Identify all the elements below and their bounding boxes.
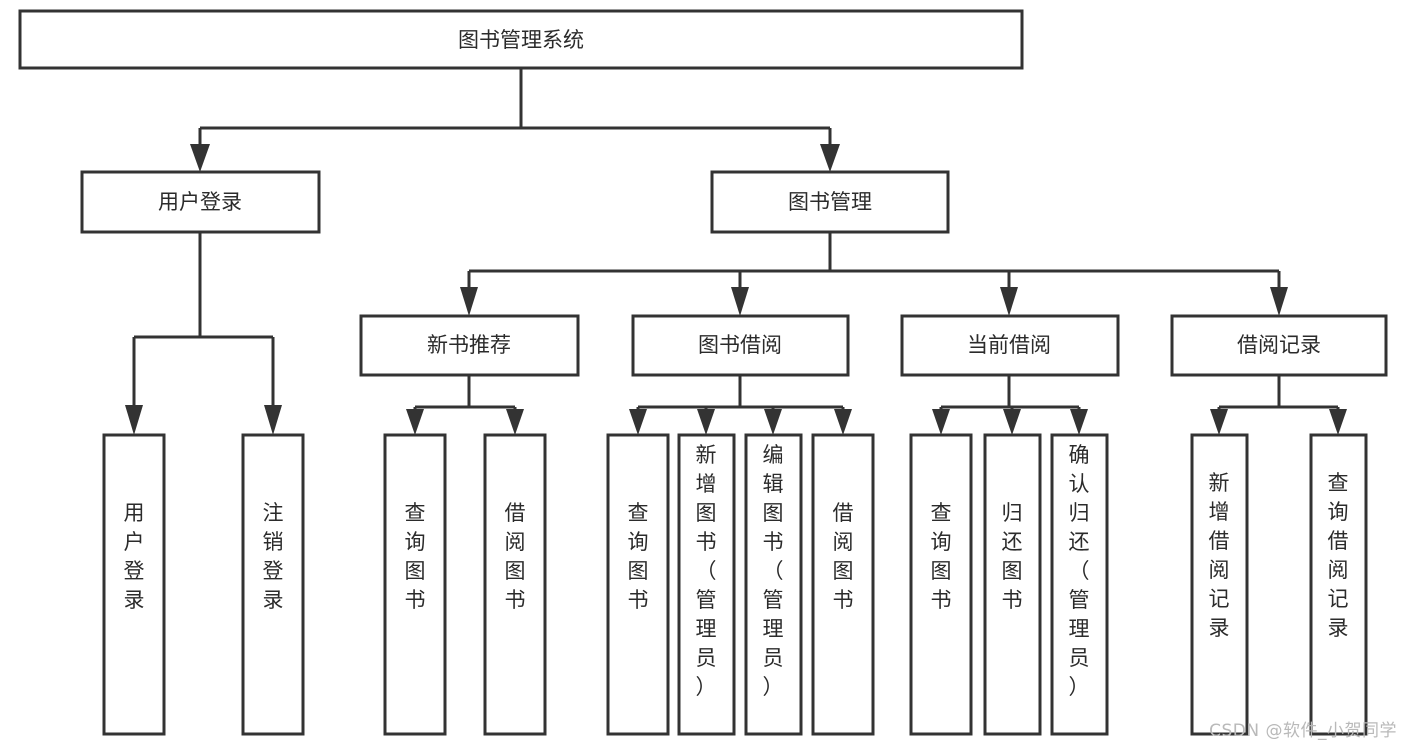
connectors-user-login-to-leaves — [125, 232, 282, 435]
arrow-head-book-manage — [820, 144, 840, 172]
node-leaf-add-borrow-record-box[interactable] — [1190, 433, 1249, 736]
node-leaf-query-book-borrow[interactable]: 查询图书 — [606, 433, 670, 736]
connectors-current-borrow-to-leaves — [932, 375, 1088, 435]
connectors-borrow-record-to-leaves — [1210, 375, 1347, 435]
arrow-head-leaf-add-borrow-record — [1210, 409, 1228, 435]
node-leaf-query-book-cur-label: 查询图书 — [931, 501, 952, 612]
node-current-borrow-label: 当前借阅 — [967, 333, 1051, 357]
node-leaf-edit-book-admin[interactable]: 编辑图书（管理员） — [744, 433, 803, 736]
node-user-login[interactable]: 用户登录 — [80, 170, 321, 234]
node-leaf-borrow-book-rec-box[interactable] — [483, 433, 547, 736]
node-leaf-user-login[interactable]: 用户登录 — [102, 433, 166, 736]
node-leaf-add-book-admin-box[interactable] — [677, 433, 736, 736]
node-leaf-query-borrow-record-box[interactable] — [1309, 433, 1368, 736]
node-leaf-confirm-return-admin-label: 确认归还（管理员） — [1069, 443, 1090, 699]
connectors-book-borrow-to-leaves — [629, 375, 852, 435]
node-leaf-user-login-label: 用户登录 — [124, 501, 145, 612]
connectors-book-manage-to-level3 — [460, 232, 1288, 316]
node-leaf-return-book-label: 归还图书 — [1002, 501, 1023, 612]
node-leaf-borrow-book-rec[interactable]: 借阅图书 — [483, 433, 547, 736]
arrow-head-leaf-return-book — [1003, 409, 1021, 435]
node-leaf-edit-book-admin-label: 编辑图书（管理员） — [763, 443, 784, 699]
node-leaf-confirm-return-admin-box[interactable] — [1050, 433, 1109, 736]
node-new-book-recommend-box[interactable] — [359, 314, 580, 377]
arrow-head-borrow-record — [1270, 287, 1288, 316]
node-current-borrow[interactable]: 当前借阅 — [900, 314, 1120, 377]
node-book-manage-label: 图书管理 — [788, 190, 872, 214]
node-leaf-query-book-borrow-box[interactable] — [606, 433, 670, 736]
arrow-head-leaf-query-book-borrow — [629, 409, 647, 435]
node-leaf-add-borrow-record-label: 新增借阅记录 — [1209, 471, 1230, 640]
arrow-head-leaf-query-book-rec — [406, 409, 424, 435]
node-root-system[interactable]: 图书管理系统 — [18, 9, 1024, 70]
node-leaf-add-borrow-record[interactable]: 新增借阅记录 — [1190, 433, 1249, 736]
node-book-borrow-box[interactable] — [631, 314, 850, 377]
arrow-head-leaf-query-borrow-record — [1329, 409, 1347, 435]
node-leaf-borrow-book[interactable]: 借阅图书 — [811, 433, 875, 736]
arrow-head-leaf-add-book-admin — [697, 409, 715, 435]
arrow-head-leaf-borrow-book — [834, 409, 852, 435]
node-leaf-query-book-cur-box[interactable] — [909, 433, 973, 736]
arrow-head-new-book-recommend — [460, 287, 478, 316]
csdn-watermark: CSDN @软件_小贺同学 — [1209, 721, 1397, 741]
node-leaf-query-book-rec-label: 查询图书 — [405, 501, 426, 612]
node-borrow-record-label: 借阅记录 — [1237, 333, 1321, 357]
node-leaf-add-book-admin[interactable]: 新增图书（管理员） — [677, 433, 736, 736]
node-root-system-box[interactable] — [18, 9, 1024, 70]
node-root-system-label: 图书管理系统 — [458, 28, 584, 52]
node-leaf-borrow-book-label: 借阅图书 — [833, 501, 854, 612]
node-leaf-logout-login-label: 注销登录 — [263, 501, 284, 612]
node-leaf-query-book-cur[interactable]: 查询图书 — [909, 433, 973, 736]
connectors-new-book-recommend-to-leaves — [406, 375, 524, 435]
arrow-head-current-borrow — [1000, 287, 1018, 316]
node-leaf-return-book[interactable]: 归还图书 — [983, 433, 1042, 736]
node-user-login-label: 用户登录 — [158, 190, 242, 214]
node-new-book-recommend-label: 新书推荐 — [427, 333, 511, 357]
node-book-borrow-label: 图书借阅 — [698, 333, 782, 357]
arrow-head-user-login — [190, 144, 210, 172]
arrow-head-leaf-borrow-book-rec — [506, 409, 524, 435]
node-leaf-query-book-borrow-label: 查询图书 — [628, 501, 649, 612]
node-book-borrow[interactable]: 图书借阅 — [631, 314, 850, 377]
arrow-head-leaf-edit-book-admin — [764, 409, 782, 435]
node-borrow-record-box[interactable] — [1170, 314, 1388, 377]
connectors-root-to-level2 — [190, 68, 840, 172]
node-leaf-user-login-box[interactable] — [102, 433, 166, 736]
node-book-manage[interactable]: 图书管理 — [710, 170, 950, 234]
arrow-head-leaf-query-book-cur — [932, 409, 950, 435]
node-leaf-logout-login-box[interactable] — [241, 433, 305, 736]
node-new-book-recommend[interactable]: 新书推荐 — [359, 314, 580, 377]
node-leaf-logout-login[interactable]: 注销登录 — [241, 433, 305, 736]
arrow-head-book-borrow — [731, 287, 749, 316]
node-leaf-query-book-rec-box[interactable] — [383, 433, 447, 736]
node-book-manage-box[interactable] — [710, 170, 950, 234]
node-leaf-query-borrow-record-label: 查询借阅记录 — [1328, 471, 1349, 640]
node-leaf-borrow-book-rec-label: 借阅图书 — [505, 501, 526, 612]
node-current-borrow-box[interactable] — [900, 314, 1120, 377]
arrow-head-leaf-user-login — [125, 405, 143, 435]
node-user-login-box[interactable] — [80, 170, 321, 234]
node-leaf-confirm-return-admin[interactable]: 确认归还（管理员） — [1050, 433, 1109, 736]
node-leaf-query-borrow-record[interactable]: 查询借阅记录 — [1309, 433, 1368, 736]
node-leaf-add-book-admin-label: 新增图书（管理员） — [696, 443, 717, 699]
node-leaf-borrow-book-box[interactable] — [811, 433, 875, 736]
node-leaf-edit-book-admin-box[interactable] — [744, 433, 803, 736]
arrow-head-leaf-confirm-return-admin — [1070, 409, 1088, 435]
node-borrow-record[interactable]: 借阅记录 — [1170, 314, 1388, 377]
node-leaf-query-book-rec[interactable]: 查询图书 — [383, 433, 447, 736]
node-leaf-return-book-box[interactable] — [983, 433, 1042, 736]
arrow-head-leaf-logout-login — [264, 405, 282, 435]
